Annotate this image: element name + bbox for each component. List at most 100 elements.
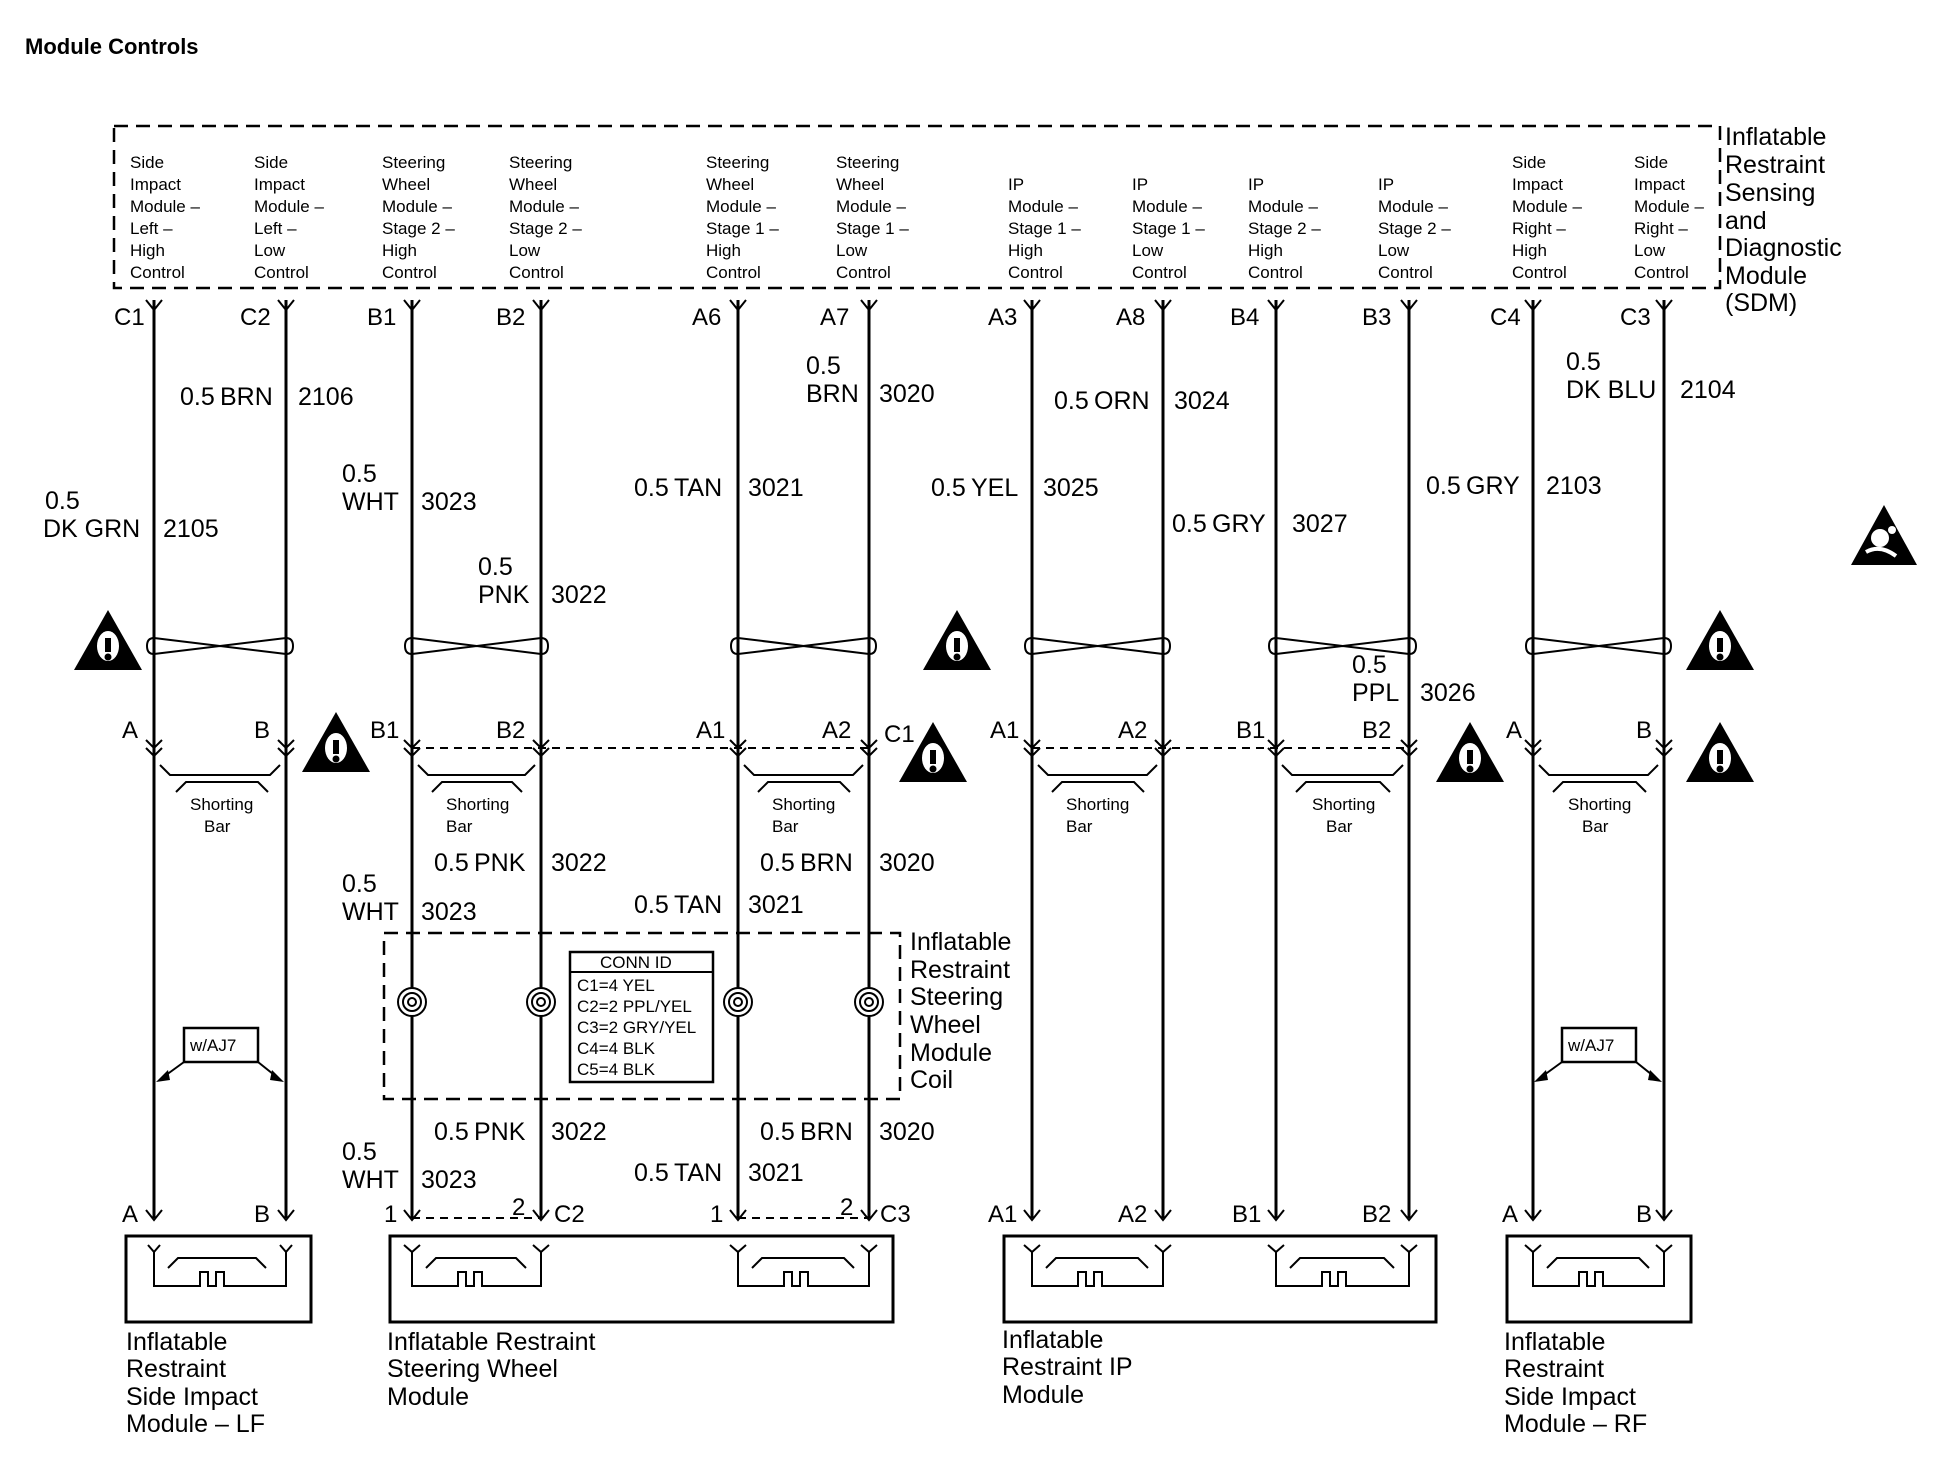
svg-text:Shorting: Shorting — [1066, 795, 1129, 814]
svg-text:Module –: Module – — [382, 197, 452, 216]
svg-text:B1: B1 — [1232, 1201, 1261, 1228]
svg-text:Module –: Module – — [1378, 197, 1448, 216]
svg-text:Side: Side — [130, 153, 164, 172]
svg-text:3021: 3021 — [748, 891, 804, 919]
svg-text:Bar: Bar — [1582, 817, 1609, 836]
svg-text:A6: A6 — [692, 304, 721, 331]
svg-text:Steering: Steering — [509, 153, 572, 172]
svg-text:A: A — [122, 717, 138, 744]
shorting-bar: Shorting Bar — [743, 764, 864, 836]
svg-text:Bar: Bar — [1326, 817, 1353, 836]
svg-text:GRY: GRY — [1466, 472, 1520, 500]
svg-text:Coil: Coil — [910, 1066, 953, 1094]
bottom-chevrons — [145, 1209, 1673, 1222]
svg-text:0.5: 0.5 — [634, 891, 669, 919]
svg-text:Control: Control — [254, 263, 309, 282]
svg-text:3022: 3022 — [551, 1118, 607, 1146]
wire-label-3027: 0.5 GRY 3027 — [1172, 510, 1348, 538]
caution-icon — [923, 610, 991, 670]
svg-text:0.5: 0.5 — [434, 1118, 469, 1146]
svg-text:2: 2 — [840, 1194, 853, 1221]
svg-text:WHT: WHT — [342, 898, 399, 926]
option-tag-right: w/AJ7 — [1534, 1026, 1662, 1082]
svg-text:Wheel: Wheel — [836, 175, 884, 194]
coil-wire-label-3020-lower: 0.5 BRN 3020 — [760, 1118, 935, 1146]
svg-text:3023: 3023 — [421, 1166, 477, 1194]
svg-text:High: High — [130, 241, 165, 260]
svg-text:C4: C4 — [1490, 304, 1521, 331]
module-box-rf — [1505, 1234, 1693, 1324]
svg-text:Restraint IP: Restraint IP — [1002, 1353, 1133, 1381]
svg-text:Low: Low — [1634, 241, 1666, 260]
svg-text:A1: A1 — [696, 717, 725, 744]
svg-text:3021: 3021 — [748, 474, 804, 502]
svg-text:Low: Low — [1378, 241, 1410, 260]
svg-text:ORN: ORN — [1094, 387, 1150, 415]
svg-text:C1: C1 — [114, 304, 145, 331]
coil-wire-label-3022-upper: 0.5 PNK 3022 — [434, 849, 607, 877]
svg-text:Inflatable: Inflatable — [1504, 1328, 1605, 1356]
svg-text:C4=4 BLK: C4=4 BLK — [577, 1039, 656, 1058]
svg-text:C1=4 YEL: C1=4 YEL — [577, 976, 655, 995]
svg-text:Restraint: Restraint — [126, 1355, 226, 1383]
svg-text:C3=2 GRY/YEL: C3=2 GRY/YEL — [577, 1018, 696, 1037]
shorting-bar: Shorting Bar — [1538, 764, 1659, 836]
airbag-icon — [1851, 505, 1917, 565]
svg-text:Steering: Steering — [382, 153, 445, 172]
svg-text:2103: 2103 — [1546, 472, 1602, 500]
module-name-rf: Inflatable Restraint Side Impact Module … — [1504, 1328, 1647, 1438]
svg-text:Module –: Module – — [1248, 197, 1318, 216]
coil-label: Inflatable Restraint Steering Wheel Modu… — [910, 928, 1011, 1094]
conn-id-table: CONN ID C1=4 YEL C2=2 PPL/YEL C3=2 GRY/Y… — [568, 950, 715, 1084]
module-name-steering: Inflatable Restraint Steering Wheel Modu… — [387, 1328, 596, 1411]
svg-text:Stage 1 –: Stage 1 – — [706, 219, 779, 238]
svg-text:Bar: Bar — [446, 817, 473, 836]
svg-text:Module –: Module – — [836, 197, 906, 216]
svg-text:0.5: 0.5 — [180, 383, 215, 411]
svg-text:Control: Control — [836, 263, 891, 282]
wire-label-3022: 0.5 PNK 3022 — [478, 553, 607, 609]
svg-text:Module: Module — [1725, 262, 1807, 290]
svg-text:0.5: 0.5 — [760, 1118, 795, 1146]
svg-text:2: 2 — [512, 1194, 525, 1221]
svg-text:w/AJ7: w/AJ7 — [1567, 1036, 1614, 1055]
svg-text:0.5: 0.5 — [1426, 472, 1461, 500]
svg-text:IP: IP — [1248, 175, 1264, 194]
svg-text:Impact: Impact — [130, 175, 181, 194]
svg-text:High: High — [1248, 241, 1283, 260]
svg-text:0.5: 0.5 — [760, 849, 795, 877]
svg-text:B3: B3 — [1362, 304, 1391, 331]
sdm-label: Inflatable Restraint Sensing and Diagnos… — [1725, 123, 1842, 317]
caution-icon — [74, 610, 142, 670]
wire-label-3026: 0.5 PPL 3026 — [1352, 651, 1476, 707]
svg-text:Shorting: Shorting — [446, 795, 509, 814]
bottom-pins: A B 1 2 C2 1 2 C3 A1 A2 B1 B2 A B — [122, 1194, 1652, 1228]
svg-text:Module: Module — [910, 1039, 992, 1067]
sdm-control-c1: Side Impact Module – Left – High Control — [130, 153, 200, 282]
svg-text:A1: A1 — [990, 717, 1019, 744]
svg-text:PNK: PNK — [474, 1118, 526, 1146]
sdm-box — [112, 124, 1722, 290]
wire-label-3024: 0.5 ORN 3024 — [1054, 387, 1230, 415]
svg-text:and: and — [1725, 207, 1767, 235]
svg-text:Stage 2 –: Stage 2 – — [1248, 219, 1321, 238]
svg-text:Module –: Module – — [254, 197, 324, 216]
svg-text:Module –: Module – — [1008, 197, 1078, 216]
svg-text:Control: Control — [706, 263, 761, 282]
svg-text:YEL: YEL — [971, 474, 1018, 502]
svg-text:Control: Control — [509, 263, 564, 282]
sdm-control-a6: Steering Wheel Module – Stage 1 – High C… — [706, 153, 779, 282]
svg-text:Control: Control — [382, 263, 437, 282]
svg-text:C3: C3 — [1620, 304, 1651, 331]
svg-text:3022: 3022 — [551, 581, 607, 609]
svg-text:A7: A7 — [820, 304, 849, 331]
svg-text:0.5: 0.5 — [1566, 348, 1601, 376]
svg-text:Steering Wheel: Steering Wheel — [387, 1355, 558, 1383]
svg-text:Inflatable: Inflatable — [910, 928, 1011, 956]
page-title: Module Controls — [25, 34, 199, 59]
svg-text:0.5: 0.5 — [931, 474, 966, 502]
svg-text:A2: A2 — [822, 717, 851, 744]
svg-text:C3: C3 — [880, 1201, 911, 1228]
svg-text:B2: B2 — [496, 717, 525, 744]
